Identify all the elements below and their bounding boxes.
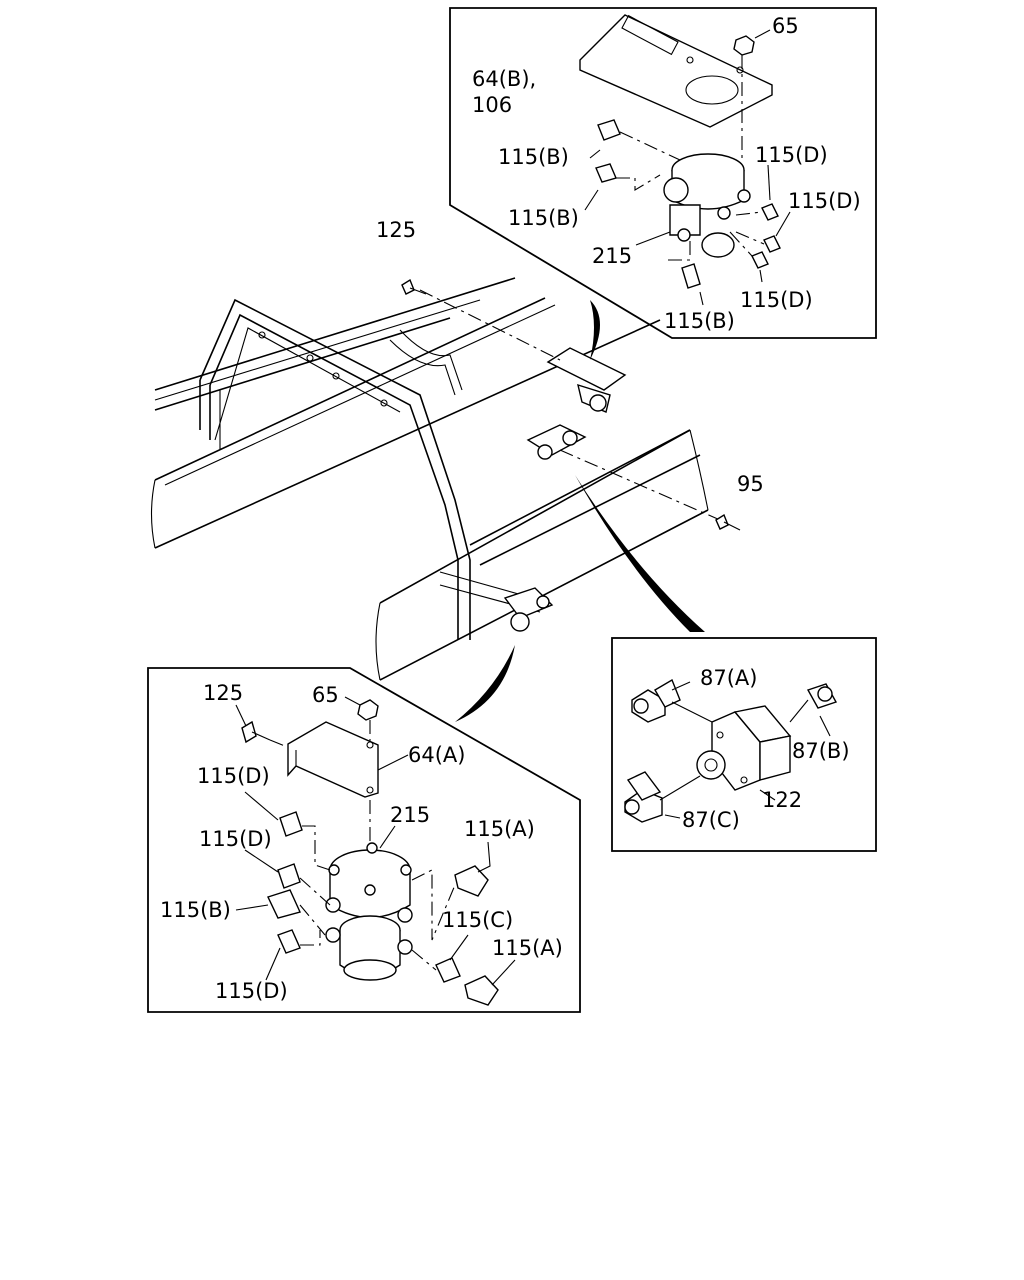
label-215-top: 215: [592, 244, 632, 268]
label-115b-top-2: 115(B): [508, 206, 579, 230]
label-115a-bottom-1: 115(A): [464, 817, 535, 841]
label-87c: 87(C): [682, 808, 740, 832]
label-115d-top-3: 115(D): [740, 288, 813, 312]
label-115b-top-3: 115(B): [664, 309, 735, 333]
chassis-frame-assembly: [150, 277, 741, 722]
bottom-left-inset: [147, 667, 581, 1013]
top-inset: [449, 7, 877, 339]
label-115d-bottom-1: 115(D): [197, 764, 270, 788]
label-106: 106: [472, 93, 512, 117]
label-87a: 87(A): [700, 666, 757, 690]
label-122: 122: [762, 788, 802, 812]
label-125-bottom: 125: [203, 681, 243, 705]
right-inset: [611, 637, 877, 852]
label-115b-bottom: 115(B): [160, 898, 231, 922]
label-87b: 87(B): [792, 739, 850, 763]
label-65-bottom: 65: [312, 683, 339, 707]
label-95: 95: [737, 472, 764, 496]
label-115c: 115(C): [442, 908, 513, 932]
label-115d-bottom-2: 115(D): [199, 827, 272, 851]
label-115d-top-2: 115(D): [788, 189, 861, 213]
label-115d-bottom-3: 115(D): [215, 979, 288, 1003]
label-115b-top-1: 115(B): [498, 145, 569, 169]
label-215-bottom: 215: [390, 803, 430, 827]
label-115a-bottom-2: 115(A): [492, 936, 563, 960]
label-125-main: 125: [376, 218, 416, 242]
label-65-top: 65: [772, 14, 799, 38]
label-64a: 64(A): [408, 743, 465, 767]
label-115d-top-1: 115(D): [755, 143, 828, 167]
label-64b: 64(B),: [472, 67, 536, 91]
